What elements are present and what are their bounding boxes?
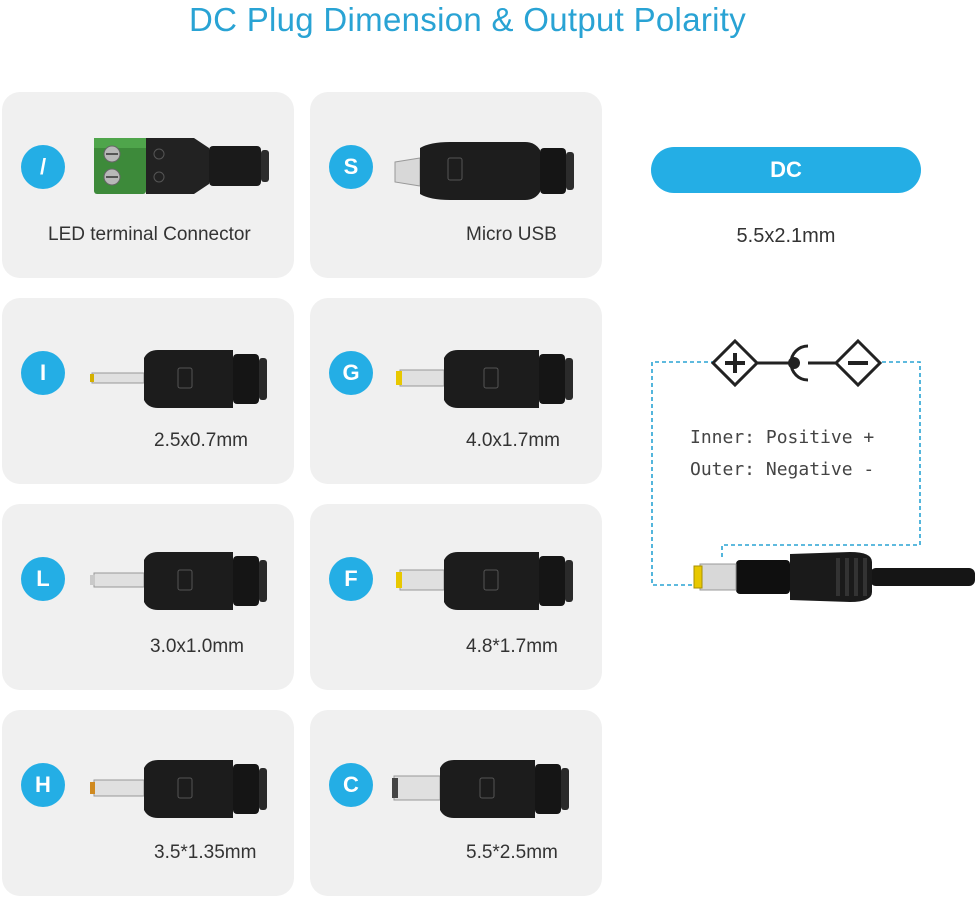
tip-label: 2.5x0.7mm (154, 430, 248, 451)
dc-plug-tip-icon (90, 760, 267, 818)
tip-card-2.5x0.7: I 2.5x0.7mm (2, 298, 294, 484)
dc-pill: DC (651, 147, 921, 193)
dc-plug-tip-icon (396, 350, 573, 408)
tip-label: Micro USB (466, 224, 557, 245)
tip-badge: L (21, 557, 65, 601)
tip-badge: C (329, 763, 373, 807)
tip-badge: S (329, 145, 373, 189)
tip-card-4.0x1.7: G 4.0x1.7mm (310, 298, 602, 484)
tip-badge: I (21, 351, 65, 395)
tip-card-3.5x1.35: H 3.5*1.35mm (2, 710, 294, 896)
page-title: DC Plug Dimension & Output Polarity (188, 1, 747, 38)
dc-plug-tip-icon (392, 760, 569, 818)
tip-label: 3.5*1.35mm (154, 842, 257, 863)
tip-badge: / (21, 145, 65, 189)
polarity-inner-text: Inner: Positive + (690, 427, 875, 448)
polarity-outer-text: Outer: Negative - (690, 459, 875, 480)
tip-card-micro-usb: S Micro USB (310, 92, 602, 278)
tip-card-3.0x1.0: L 3.0x1.0mm (2, 504, 294, 690)
tip-label: 5.5*2.5mm (466, 842, 558, 863)
polarity-lines (651, 361, 975, 602)
tip-badge: H (21, 763, 65, 807)
tip-badge: F (329, 557, 373, 601)
tip-card-5.5x2.5: C 5.5*2.5mm (310, 710, 602, 896)
dc-size-label: 5.5x2.1mm (736, 225, 836, 247)
tip-card-led-terminal: / LED terminal Connector (2, 92, 294, 278)
dc-plug-tip-icon (90, 552, 267, 610)
tip-card-4.8x1.7: F 4.8*1.7mm (310, 504, 602, 690)
tip-label: 4.8*1.7mm (466, 636, 558, 657)
polarity-symbol (710, 338, 883, 388)
dc-plug-tip-icon (90, 350, 267, 408)
micro-usb-adapter-icon (394, 142, 574, 200)
dc-plug-tip-icon (396, 552, 573, 610)
tip-label: 4.0x1.7mm (466, 430, 560, 451)
tip-label: 3.0x1.0mm (150, 636, 244, 657)
tip-label: LED terminal Connector (48, 224, 251, 245)
polarity-diagram: Inner: Positive + Outer: Negative - (640, 330, 975, 610)
terminal-block-connector-icon (94, 138, 269, 194)
tip-badge: G (329, 351, 373, 395)
